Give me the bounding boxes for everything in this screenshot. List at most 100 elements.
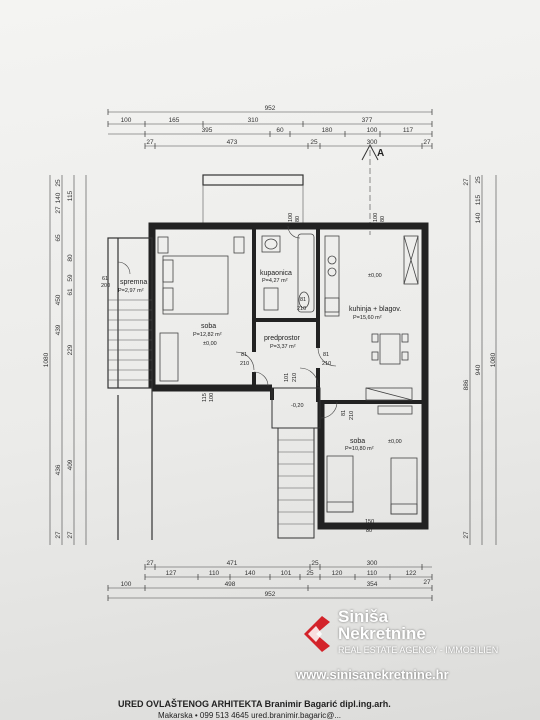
terrace-left <box>107 237 153 540</box>
dim-label: 27 <box>463 531 470 539</box>
window-label: 100 <box>288 213 294 222</box>
room-name-predprostor: predprostor <box>264 335 300 342</box>
dim-total-top: 952 <box>265 105 276 112</box>
dim-label: 120 <box>332 570 343 577</box>
dim-total-bottom: 952 <box>265 591 276 598</box>
window-label: 100 <box>209 393 215 402</box>
door-label: 210 <box>292 373 298 382</box>
dim-label: 27 <box>146 139 154 146</box>
window-label: 80 <box>380 216 386 222</box>
logo-mark-icon <box>304 616 330 652</box>
dim-label: 61 <box>67 288 74 296</box>
window-label: 61 <box>102 276 108 282</box>
dim-label: 25 <box>306 570 314 577</box>
dimension-lines <box>49 111 497 599</box>
dim-label: 110 <box>367 570 378 577</box>
window-label: 80 <box>295 216 301 222</box>
dim-label: 395 <box>202 127 213 134</box>
dim-label: 80 <box>67 254 74 262</box>
dim-label: 886 <box>463 379 470 390</box>
dim-label: 300 <box>367 139 378 146</box>
dim-total-right: 1080 <box>490 352 497 367</box>
door-label: 81 <box>300 297 306 303</box>
dim-label: 140 <box>245 570 256 577</box>
room-area-soba-right: P=10,80 m² <box>345 446 374 452</box>
window-label: 150 <box>365 519 374 525</box>
dim-label: 100 <box>367 127 378 134</box>
dim-label: 100 <box>121 581 132 588</box>
window-label: 200 <box>101 283 110 289</box>
door-label: 81 <box>323 352 329 358</box>
agency-logo: Siniša Nekretnine REAL ESTATE AGENCY - I… <box>300 608 536 666</box>
stairs-left <box>108 299 152 381</box>
dim-label: 498 <box>225 581 236 588</box>
dim-label: 25 <box>311 560 319 567</box>
room-name-kupaonica: kupaonica <box>260 270 292 277</box>
dim-label: 27 <box>423 579 431 586</box>
roof-box <box>202 174 304 186</box>
door-label: 210 <box>322 361 331 367</box>
entry-stairs <box>271 387 321 539</box>
dim-label: 100 <box>121 117 132 124</box>
door-label: 210 <box>240 361 249 367</box>
window-label: 115 <box>202 393 208 402</box>
window-label: 100 <box>373 213 379 222</box>
dim-label: 354 <box>367 581 378 588</box>
dim-label: 450 <box>55 294 62 305</box>
logo-name: Siniša Nekretnine <box>338 608 426 642</box>
architect-office: URED OVLAŠTENOG ARHITEKTA Branimir Bagar… <box>118 699 391 709</box>
dim-label: 65 <box>55 234 62 242</box>
dim-label: 439 <box>55 324 62 335</box>
room-name-spremna: spremna <box>120 279 147 286</box>
dim-label: 471 <box>227 560 238 567</box>
dim-label: 27 <box>463 178 470 186</box>
dim-label: 229 <box>67 344 74 355</box>
door-label: 101 <box>284 373 290 382</box>
dim-label: 117 <box>403 127 414 134</box>
room-level-soba-right: ±0,00 <box>388 439 402 445</box>
room-level-soba-left: ±0,00 <box>203 341 217 347</box>
section-marker: A <box>377 148 384 159</box>
dim-label: 140 <box>475 212 482 223</box>
room-level-kuhinja: ±0,00 <box>368 273 382 279</box>
dim-label: 25 <box>475 176 482 184</box>
door-label: 81 <box>341 410 347 416</box>
entry-level: -0,20 <box>291 403 304 409</box>
room-area-kupaonica: P=4,27 m² <box>262 278 288 284</box>
dim-label: 110 <box>209 570 220 577</box>
dim-label: 60 <box>276 127 284 134</box>
room-area-kuhinja: P=15,60 m² <box>353 315 382 321</box>
dim-label: 27 <box>67 531 74 539</box>
entry-stair-treads <box>278 439 314 525</box>
dim-label: 310 <box>248 117 259 124</box>
dim-label: 300 <box>367 560 378 567</box>
dim-label: 127 <box>166 570 177 577</box>
dim-label: 165 <box>169 117 180 124</box>
room-name-soba-left: soba <box>201 323 216 330</box>
dim-label: 115 <box>475 194 482 205</box>
architect-address: Makarska • 099 513 4645 ured.branimir.ba… <box>158 711 342 720</box>
dim-label: 27 <box>146 560 154 567</box>
room-area-spremna: P=2,97 m² <box>118 288 144 294</box>
dim-total-left: 1080 <box>43 352 50 367</box>
dim-label: 473 <box>227 139 238 146</box>
dim-label: 101 <box>281 570 292 577</box>
logo-agency-tagline: REAL ESTATE AGENCY - IMMOBILIEN <box>338 645 499 655</box>
dim-label: 180 <box>322 127 333 134</box>
window-label: 80 <box>366 528 372 534</box>
logo-name-line1: Siniša <box>338 607 389 626</box>
dim-label: 25 <box>55 179 62 187</box>
room-name-kuhinja: kuhinja + blagov. <box>349 306 401 313</box>
dim-label: 940 <box>475 364 482 375</box>
agency-website[interactable]: www.sinisanekretnine.hr <box>296 667 449 682</box>
dim-label: 27 <box>55 531 62 539</box>
dim-label: 140 <box>55 192 62 203</box>
dim-label: 27 <box>423 139 431 146</box>
dim-label: 377 <box>362 117 373 124</box>
dim-label: 122 <box>406 570 417 577</box>
logo-name-line2: Nekretnine <box>338 624 426 643</box>
dim-label: 115 <box>67 190 74 201</box>
room-area-predprostor: P=3,37 m² <box>270 344 296 350</box>
dim-label: 25 <box>310 139 318 146</box>
